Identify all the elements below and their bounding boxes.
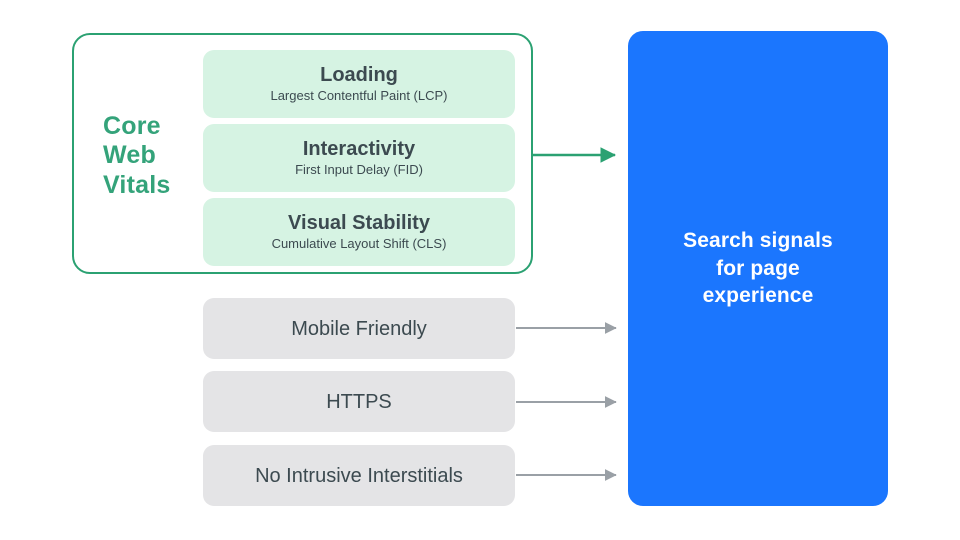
core-web-vitals-group (72, 33, 533, 274)
signal-title-no-intrusive-interstitials: No Intrusive Interstitials (255, 464, 463, 487)
metric-subtitle-loading: Largest Contentful Paint (LCP) (270, 88, 448, 104)
metric-card-loading[interactable]: Loading Largest Contentful Paint (LCP) (203, 50, 515, 118)
metric-subtitle-visual-stability: Cumulative Layout Shift (CLS) (271, 236, 447, 252)
search-signals-panel-text: Search signals for page experience (683, 228, 833, 308)
metric-card-interactivity[interactable]: Interactivity First Input Delay (FID) (203, 124, 515, 192)
signal-card-mobile-friendly[interactable]: Mobile Friendly (203, 298, 515, 359)
signal-title-https: HTTPS (326, 390, 392, 413)
core-web-vitals-label: Core Web Vitals (103, 112, 193, 200)
signal-card-no-intrusive-interstitials[interactable]: No Intrusive Interstitials (203, 445, 515, 506)
metric-title-visual-stability: Visual Stability (288, 212, 430, 235)
metric-card-visual-stability[interactable]: Visual Stability Cumulative Layout Shift… (203, 198, 515, 266)
metric-title-loading: Loading (320, 64, 398, 87)
core-web-vitals-label-line-3: Vitals (103, 170, 171, 199)
core-web-vitals-label-line-1: Core (103, 112, 161, 140)
metric-subtitle-interactivity: First Input Delay (FID) (295, 162, 423, 178)
metric-title-interactivity: Interactivity (302, 138, 416, 161)
search-signals-panel[interactable]: Search signals for page experience (628, 31, 888, 506)
signal-title-mobile-friendly: Mobile Friendly (291, 317, 427, 340)
core-web-vitals-label-line-2: Web (103, 141, 156, 170)
signal-card-https[interactable]: HTTPS (203, 371, 515, 432)
